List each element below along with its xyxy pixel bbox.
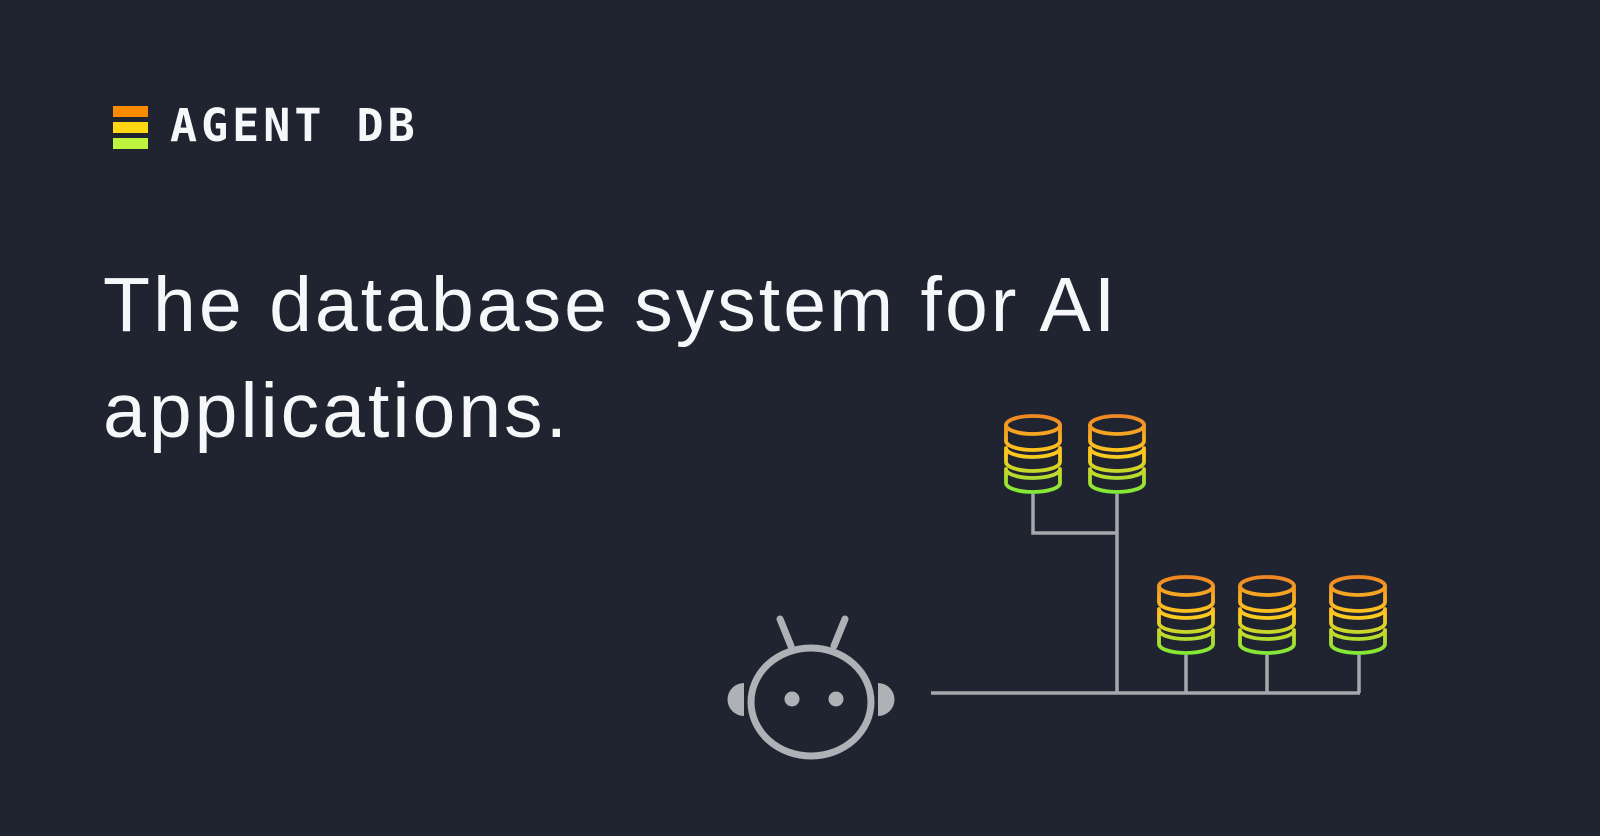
page-title-line-1: The database system for AI <box>103 262 1119 348</box>
logo-bar-orange <box>113 106 148 117</box>
logo-bars-icon <box>113 106 148 149</box>
robot-antenna-right <box>830 615 849 650</box>
logo-bar-lime <box>113 138 148 149</box>
ai-database-illustration <box>727 414 1387 760</box>
robot-ear-left <box>727 683 744 716</box>
logo: AGENT DB <box>113 99 419 154</box>
logo-text: AGENT DB <box>170 99 419 152</box>
connector-lines <box>931 494 1361 695</box>
database-icon-1 <box>1004 414 1062 494</box>
database-icon-5 <box>1329 575 1387 655</box>
robot-head-icon <box>727 615 895 760</box>
database-icon-3 <box>1157 575 1215 655</box>
robot-face-outline <box>747 644 875 760</box>
robot-eye-right <box>828 691 844 707</box>
robot-antenna-left <box>776 615 795 650</box>
logo-bar-yellow <box>113 122 148 133</box>
database-icon-2 <box>1088 414 1146 494</box>
robot-ear-right <box>878 683 895 716</box>
robot-eye-left <box>784 691 800 707</box>
page-title-line-2: applications. <box>103 368 571 454</box>
database-icon-4 <box>1238 575 1296 655</box>
page-title: The database system for AI applications. <box>103 252 1253 464</box>
top-left-branch-line <box>1031 494 1117 535</box>
